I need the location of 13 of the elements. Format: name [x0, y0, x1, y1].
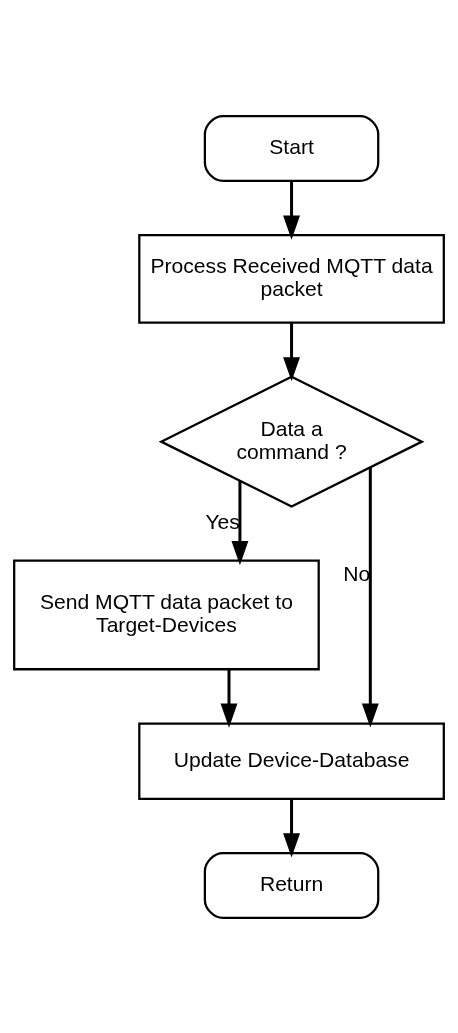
arrow	[361, 467, 379, 728]
node-diamond: Data a command ?	[158, 375, 425, 508]
node-box: Update Device-Database	[138, 721, 445, 800]
arrow	[283, 322, 300, 381]
edge-label: No	[343, 561, 371, 585]
node-box: Start	[203, 114, 380, 182]
arrow	[231, 480, 249, 565]
arrow	[283, 798, 300, 857]
arrow	[283, 180, 300, 240]
node-box: Process Received MQTT data packet	[138, 233, 445, 324]
node-box: Return	[203, 851, 380, 919]
arrow	[220, 668, 238, 728]
node-box: Send MQTT data packet to Target-Devices	[13, 559, 320, 670]
